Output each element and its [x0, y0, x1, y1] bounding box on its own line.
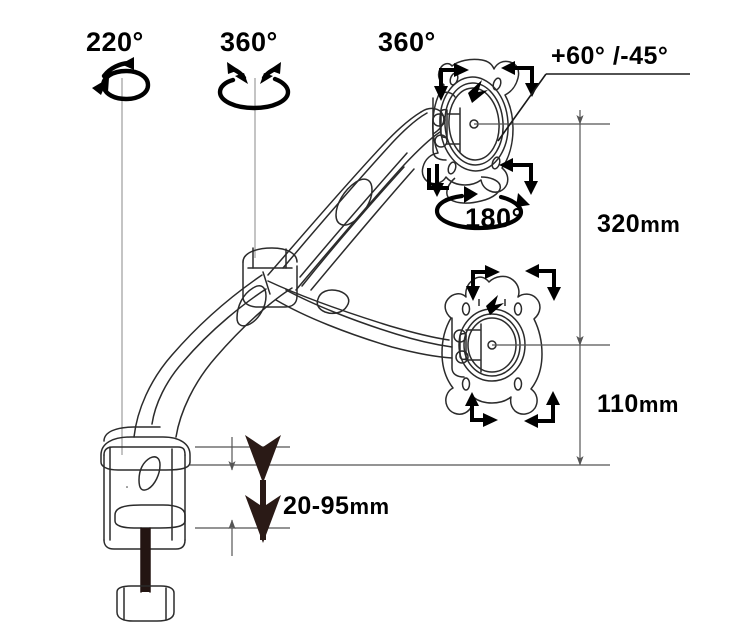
monitor-arm-body [100, 91, 482, 622]
rotation-single-arrowhead [92, 57, 134, 95]
rotation-ellipse-arrowhead [464, 186, 530, 207]
tilt-leader-line [497, 73, 690, 142]
desk-clamp-thickness-range-label: 20-95mm [283, 494, 390, 519]
screen-tilt-range-label: +60° /-45° [551, 42, 669, 70]
rotation-double-arrowheads [227, 62, 281, 84]
lower-height-unit: mm [638, 392, 679, 417]
lower-plate-arrowheads [465, 264, 561, 428]
upper-height-value: 320 [597, 210, 641, 238]
lower-plate-center-arrow [486, 295, 504, 315]
lower-height-value: 110 [597, 390, 639, 418]
screen-swivel-rotation-label: 180° [465, 203, 523, 233]
rotation-double-arrow-icon [217, 65, 291, 111]
rotation-ellipse-icon [434, 193, 524, 231]
rotation-single-arrow-icon [100, 60, 151, 102]
clamp-range-unit: mm [349, 494, 390, 519]
base-rotation-label: 220° [86, 27, 144, 57]
upper-plate-center-arrow [468, 80, 488, 103]
lower-height-dimension-label: 110mm [597, 392, 679, 417]
arm-joint-rotation-label: 360° [220, 27, 278, 57]
clamp-range-value: 20-95 [283, 492, 350, 520]
dimension-lines [190, 110, 610, 556]
upper-plate-diagonal-arrow-lower-left [427, 168, 449, 190]
upper-height-dimension-label: 320mm [597, 212, 680, 237]
upper-vesa-plate [421, 58, 520, 204]
upper-plate-arrowheads [430, 61, 539, 197]
head-rotation-label: 360° [378, 27, 436, 57]
upper-height-unit: mm [640, 212, 681, 237]
